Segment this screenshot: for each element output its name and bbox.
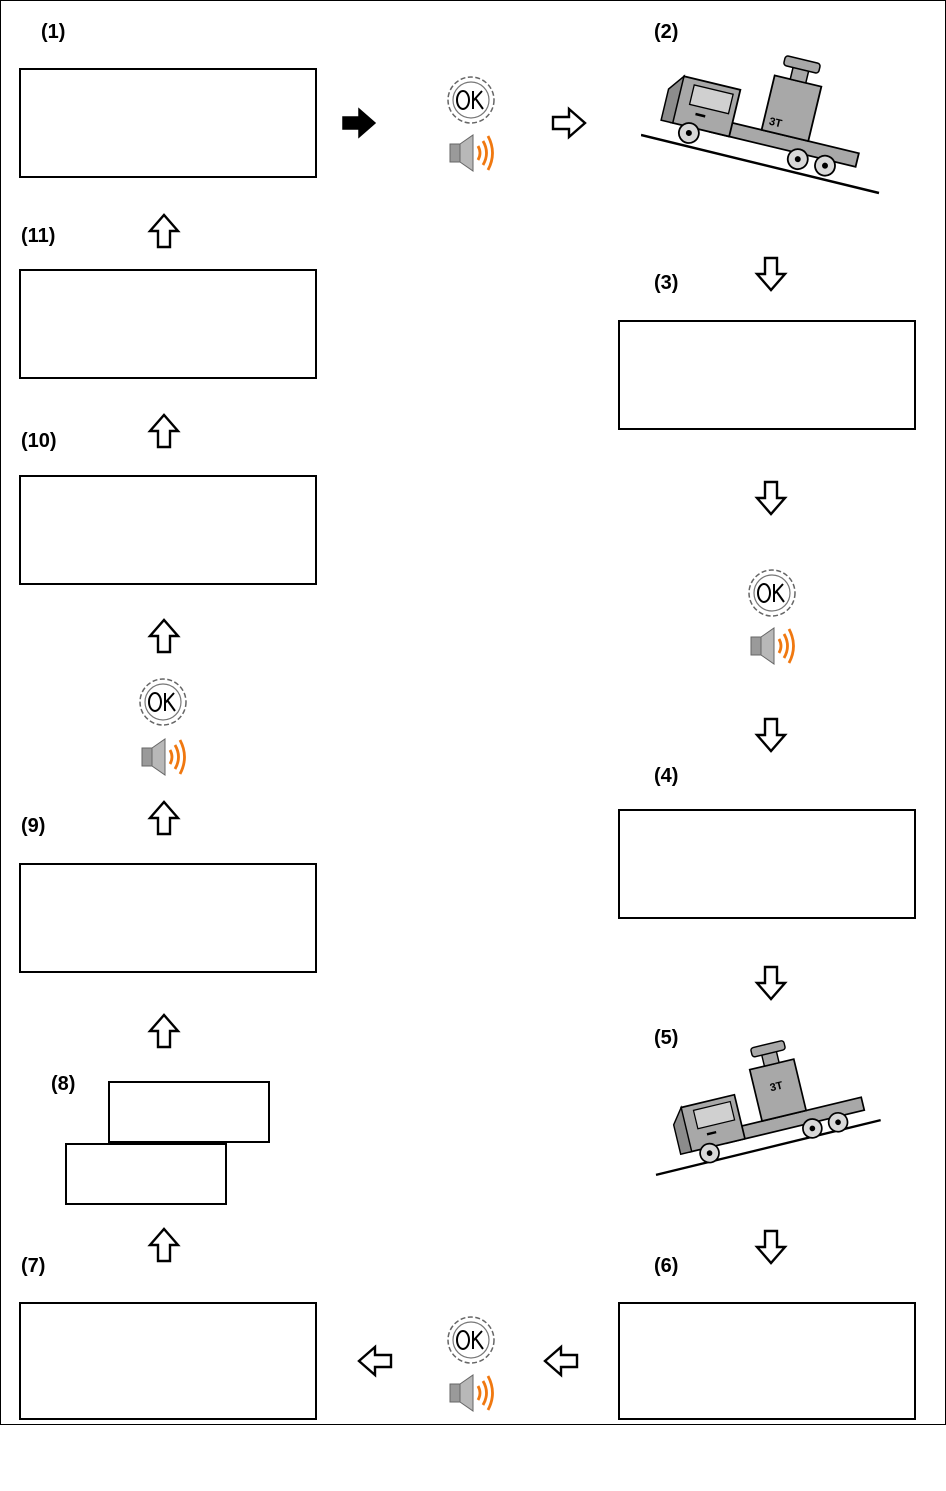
display-box-11	[19, 269, 317, 379]
ok-button-icon	[746, 567, 798, 619]
ok-button-icon	[445, 74, 497, 126]
display-box-8-upper	[108, 1081, 270, 1143]
step-label-5: (5)	[654, 1027, 679, 1049]
speaker-icon	[137, 735, 189, 779]
display-box-9	[19, 863, 317, 973]
flow-diagram: (1) (2) (3) (4) (5) (6) (7) (8) (9) (10)…	[0, 0, 946, 1425]
step-label-6: (6)	[654, 1255, 679, 1277]
display-box-6	[618, 1302, 916, 1420]
arrow-down-icon	[751, 254, 791, 294]
speaker-icon	[445, 131, 497, 175]
arrow-right-icon	[549, 103, 589, 143]
arrow-left-icon	[355, 1341, 395, 1381]
display-box-1	[19, 68, 317, 178]
arrow-down-icon	[751, 715, 791, 755]
arrow-up-icon	[144, 211, 184, 251]
display-box-10	[19, 475, 317, 585]
arrow-down-icon	[751, 1227, 791, 1267]
step-label-2: (2)	[654, 21, 679, 43]
speaker-icon	[746, 624, 798, 668]
step-label-10: (10)	[21, 430, 57, 452]
step-label-4: (4)	[654, 765, 679, 787]
step-label-8: (8)	[51, 1073, 76, 1095]
truck-illustration-5-body: 3T	[655, 1040, 892, 1186]
arrow-up-icon	[144, 1225, 184, 1265]
step-label-7: (7)	[21, 1255, 46, 1277]
step-label-1: (1)	[41, 21, 66, 43]
display-box-4	[618, 809, 916, 919]
arrow-down-icon	[751, 963, 791, 1003]
arrow-right-solid-icon	[339, 103, 379, 143]
ok-button-icon	[137, 676, 189, 728]
arrow-up-icon	[144, 411, 184, 451]
arrow-up-icon	[144, 798, 184, 838]
display-box-3	[618, 320, 916, 430]
truck-illustration-2: 3T	[641, 53, 891, 203]
arrow-left-icon	[541, 1341, 581, 1381]
display-box-8-lower	[65, 1143, 227, 1205]
display-box-7	[19, 1302, 317, 1420]
arrow-up-icon	[144, 616, 184, 656]
speaker-icon	[445, 1371, 497, 1415]
arrow-up-icon	[144, 1011, 184, 1051]
ok-button-icon	[445, 1314, 497, 1366]
step-label-11: (11)	[21, 225, 56, 247]
step-label-3: (3)	[654, 272, 679, 294]
arrow-down-icon	[751, 478, 791, 518]
step-label-9: (9)	[21, 815, 46, 837]
